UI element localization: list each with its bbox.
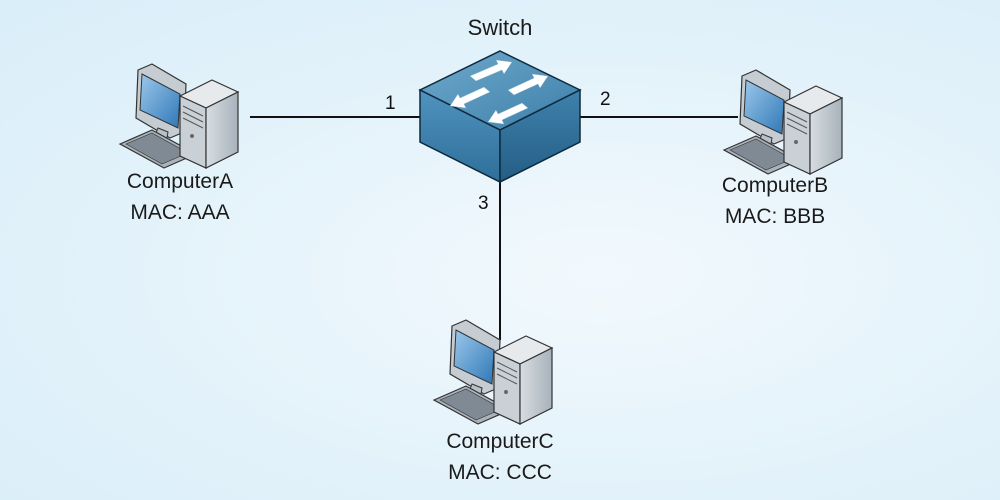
computer-b-mac: MAC: BBB	[724, 205, 826, 228]
computer-a-name: ComputerA	[126, 170, 234, 193]
port-1-label: 1	[385, 93, 396, 114]
computer-b-icon[interactable]	[722, 68, 852, 178]
computer-a-icon[interactable]	[118, 62, 248, 172]
computer-a-mac: MAC: AAA	[130, 201, 230, 224]
computer-c-mac: MAC: CCC	[448, 461, 552, 484]
switch-icon[interactable]	[418, 48, 582, 188]
port-2-label: 2	[600, 89, 611, 110]
computer-b-name: ComputerB	[721, 174, 829, 197]
port-3-label: 3	[478, 193, 489, 214]
computer-c-icon[interactable]	[432, 318, 562, 428]
computer-c-name: ComputerC	[446, 430, 554, 453]
switch-label: Switch	[467, 15, 533, 40]
